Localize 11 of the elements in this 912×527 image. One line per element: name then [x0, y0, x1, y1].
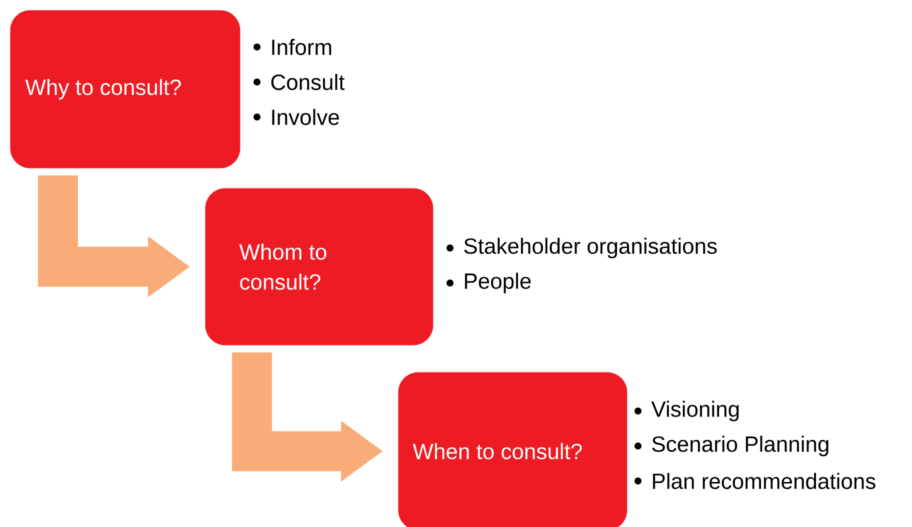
process-box: When to consult?	[398, 372, 628, 527]
list-item: Scenario Planning	[652, 436, 828, 456]
process-box: Why to consult?	[10, 10, 240, 168]
list-item: Consult	[271, 74, 345, 90]
list-item: Involve	[272, 108, 339, 126]
list-item: Stakeholder organisations	[464, 238, 717, 258]
list-item: Visioning	[651, 400, 739, 422]
list-item: Inform	[272, 38, 332, 56]
list-item: Plan recommendations	[653, 472, 876, 490]
list-item: People	[465, 272, 531, 294]
process-box: Whom to consult?	[205, 188, 434, 346]
